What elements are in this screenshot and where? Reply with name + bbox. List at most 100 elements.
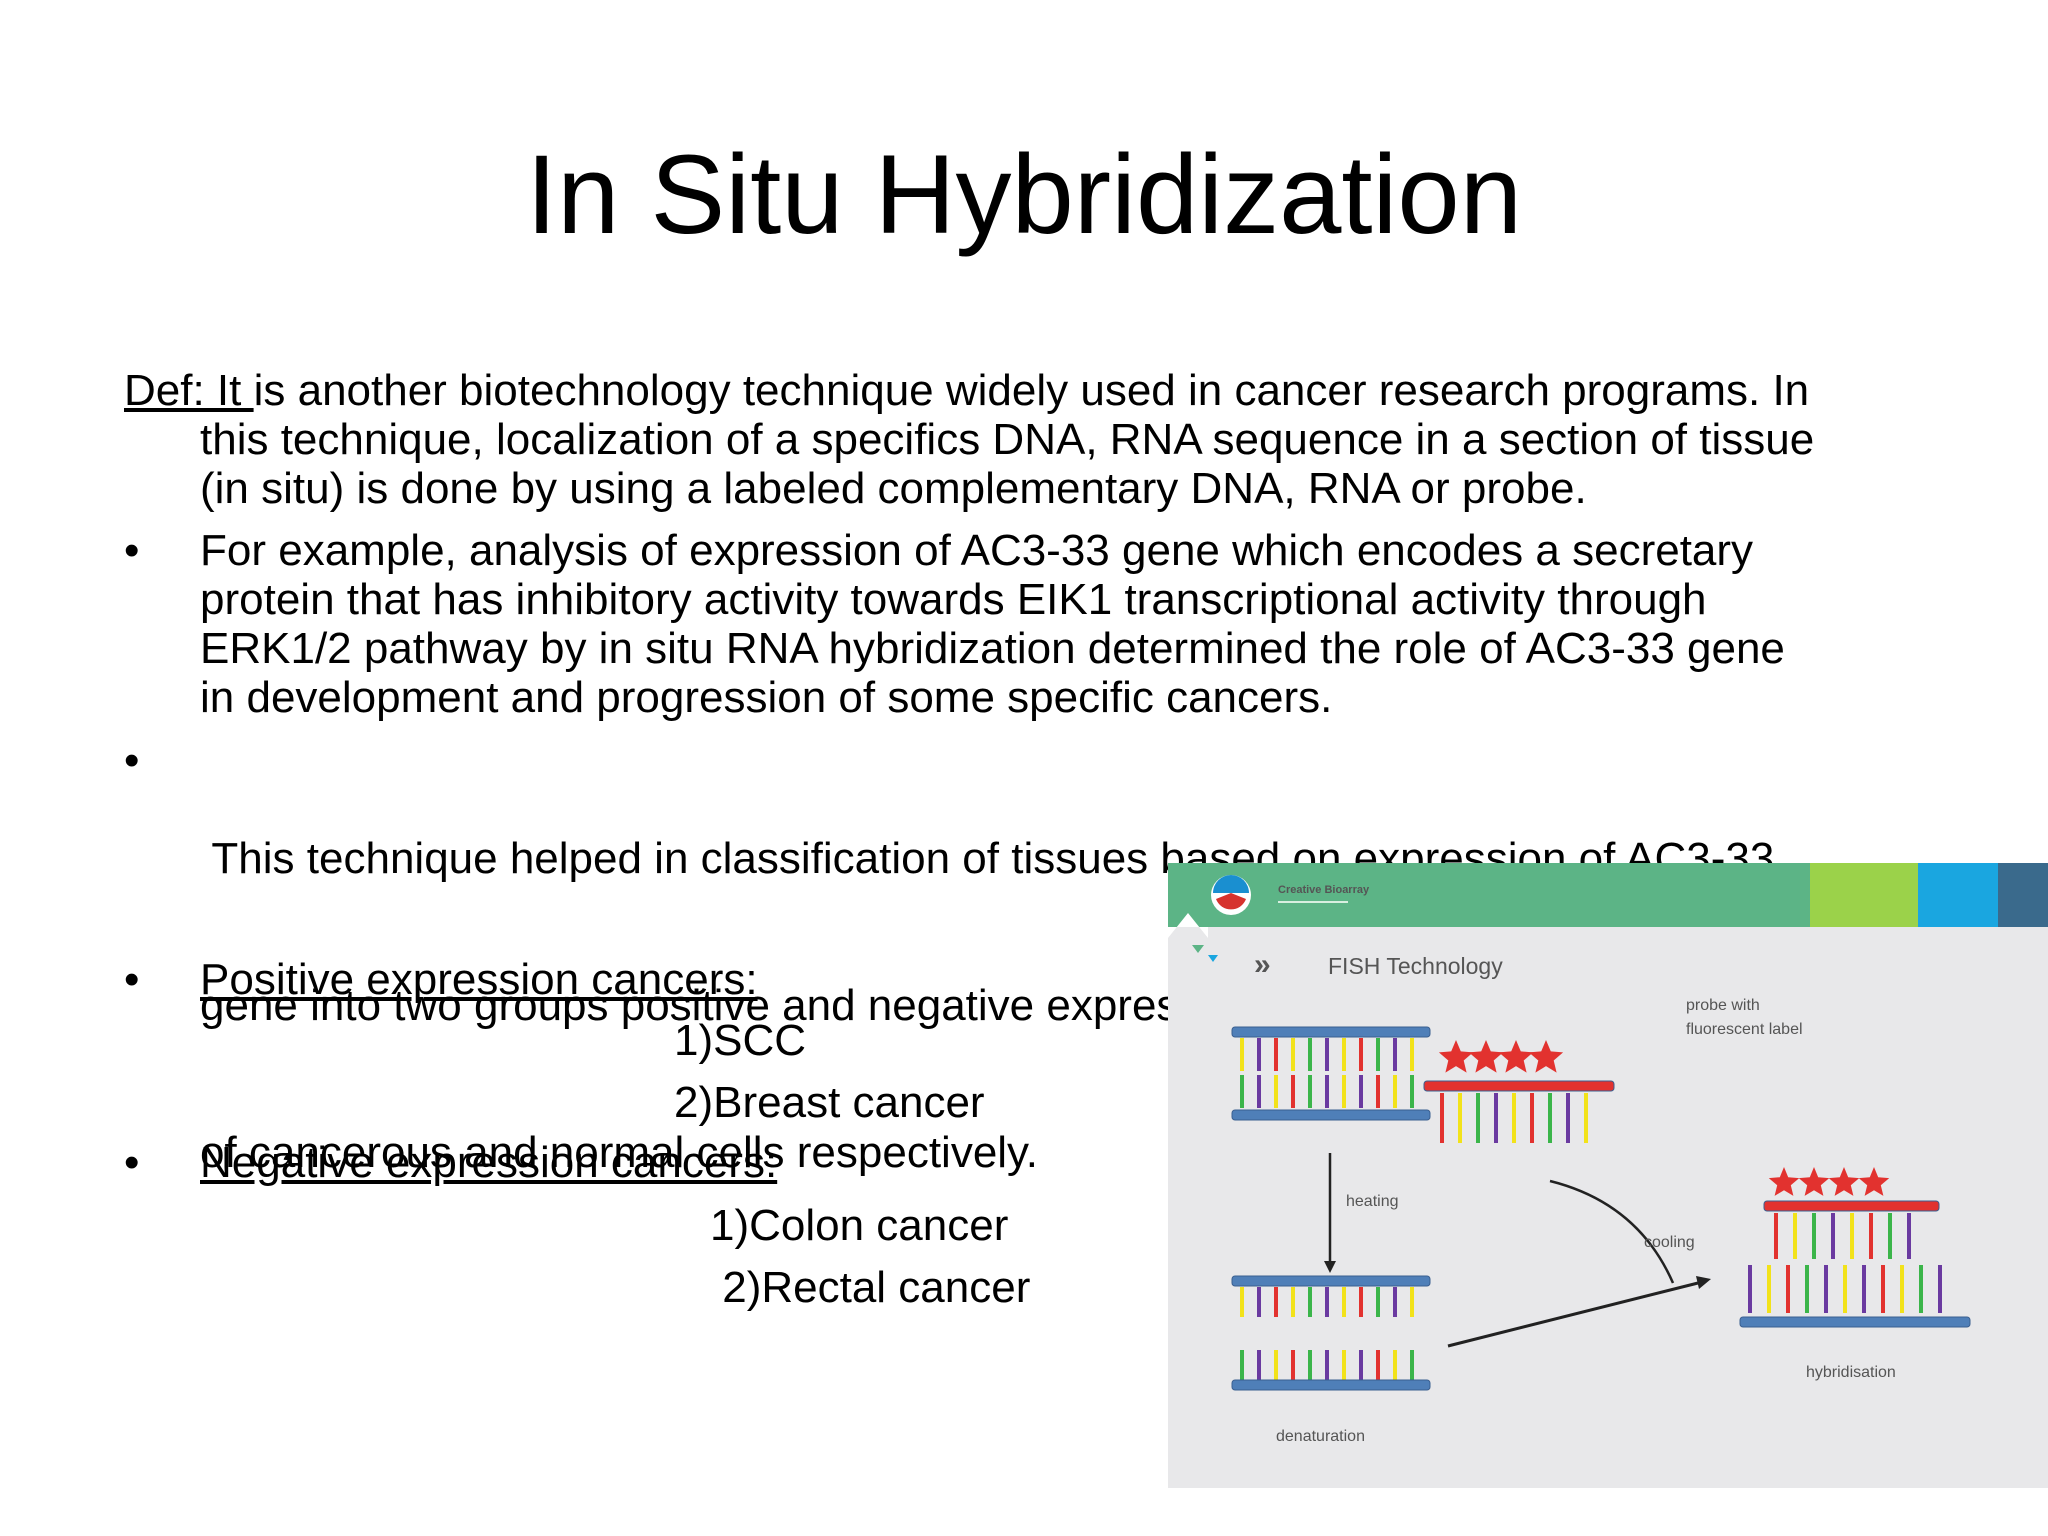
deco-triangle — [1192, 945, 1204, 953]
nucleotide-base — [1410, 1287, 1414, 1317]
nucleotide-base — [1291, 1350, 1295, 1380]
fluorescent-star — [1498, 1040, 1534, 1073]
nucleotide-base — [1359, 1075, 1363, 1108]
nucleotide-base — [1393, 1075, 1397, 1108]
bullet-symbol: • — [124, 736, 140, 785]
probe-base — [1584, 1093, 1588, 1143]
nucleotide-base — [1308, 1350, 1312, 1380]
definition-line-2: this technique, localization of a specif… — [200, 415, 1815, 464]
brand-logo — [1211, 875, 1251, 915]
bullet-body: This technique helped in classification … — [200, 736, 1790, 1275]
nucleotide-base — [1308, 1038, 1312, 1071]
nucleotide-base — [1748, 1265, 1752, 1313]
probe-backbone — [1423, 1080, 1615, 1092]
nucleotide-base — [1274, 1075, 1278, 1108]
negative-item-2: 2)Rectal cancer — [710, 1263, 1031, 1312]
nucleotide-base — [1824, 1265, 1828, 1313]
double-strand-dna — [1231, 1026, 1431, 1121]
probe-label-line-1: probe with — [1686, 997, 1760, 1014]
probe-base — [1888, 1213, 1892, 1259]
probe-base — [1907, 1213, 1911, 1259]
nucleotide-base — [1257, 1075, 1261, 1108]
nucleotide-base — [1240, 1287, 1244, 1317]
nucleotide-base — [1240, 1038, 1244, 1071]
bullet-line: ERK1/2 pathway by in situ RNA hybridizat… — [200, 624, 1785, 673]
nucleotide-base — [1325, 1038, 1329, 1071]
header-notch — [1168, 913, 1208, 938]
brand-tagline-line — [1278, 901, 1348, 903]
probe-base — [1530, 1093, 1534, 1143]
nucleotide-base — [1325, 1075, 1329, 1108]
bullet-classification: • This technique helped in classificatio… — [124, 736, 1944, 1177]
nucleotide-base — [1342, 1350, 1346, 1380]
nucleotide-base — [1393, 1350, 1397, 1380]
fluorescent-star — [1528, 1040, 1564, 1073]
definition-text-1: is another biotechnology technique widel… — [253, 366, 1810, 415]
nucleotide-base — [1257, 1287, 1261, 1317]
denatured-strand-top — [1231, 1275, 1431, 1287]
bullet-line: For example, analysis of expression of A… — [200, 526, 1754, 575]
probe-base — [1850, 1213, 1854, 1259]
nucleotide-base — [1393, 1287, 1397, 1317]
bullet-positive: • Positive expression cancers: — [124, 955, 1024, 1005]
positive-item-2: 2)Breast cancer — [674, 1078, 985, 1127]
nucleotide-base — [1359, 1038, 1363, 1071]
nucleotide-base — [1805, 1265, 1809, 1313]
nucleotide-base — [1342, 1287, 1346, 1317]
definition-label: Def: It — [124, 366, 254, 415]
nucleotide-base — [1342, 1075, 1346, 1108]
nucleotide-base — [1291, 1287, 1295, 1317]
positive-item-1: 1)SCC — [674, 1016, 807, 1065]
nucleotide-base — [1257, 1350, 1261, 1380]
nucleotide-base — [1393, 1038, 1397, 1071]
nucleotide-base — [1410, 1350, 1414, 1380]
probe-base — [1548, 1093, 1552, 1143]
nucleotide-base — [1291, 1038, 1295, 1071]
bullet-line: in development and progression of some s… — [200, 673, 1333, 722]
heating-label: heating — [1346, 1193, 1399, 1210]
nucleotide-base — [1291, 1075, 1295, 1108]
brand-name: Creative Bioarray — [1278, 884, 1370, 896]
bullet-symbol: • — [124, 1138, 140, 1187]
hybridisation-label: hybridisation — [1806, 1364, 1896, 1381]
bullet-body: For example, analysis of expression of A… — [200, 526, 1785, 722]
probe-base — [1458, 1093, 1462, 1143]
probe-base — [1476, 1093, 1480, 1143]
fluorescent-probe — [1423, 1040, 1615, 1143]
probe-base — [1831, 1213, 1835, 1259]
hybridised-dna — [1739, 1167, 1971, 1328]
chevron-right-icon: » — [1254, 948, 1271, 981]
heating-arrowhead — [1324, 1261, 1336, 1273]
nucleotide-base — [1410, 1075, 1414, 1108]
dna-strand-top — [1231, 1026, 1431, 1038]
bullet-line: of cancerous and normal cells respective… — [200, 1128, 1039, 1177]
definition-line-1: Def: It is another biotechnology techniq… — [124, 366, 1940, 415]
nucleotide-base — [1376, 1038, 1380, 1071]
bullet-line: protein that has inhibitory activity tow… — [200, 575, 1707, 624]
nucleotide-base — [1325, 1287, 1329, 1317]
bullet-example: • For example, analysis of expression of… — [124, 526, 1944, 726]
probe-base — [1812, 1213, 1816, 1259]
nucleotide-base — [1274, 1350, 1278, 1380]
nucleotide-base — [1881, 1265, 1885, 1313]
probe-base — [1440, 1093, 1444, 1143]
fluorescent-star — [1858, 1167, 1890, 1196]
denaturation-label: denaturation — [1276, 1428, 1365, 1445]
nucleotide-base — [1410, 1038, 1414, 1071]
nucleotide-base — [1308, 1075, 1312, 1108]
nucleotide-base — [1274, 1038, 1278, 1071]
hybrid-target-strand — [1739, 1316, 1971, 1328]
slide-title: In Situ Hybridization — [525, 132, 1523, 257]
nucleotide-base — [1376, 1075, 1380, 1108]
nucleotide-base — [1376, 1287, 1380, 1317]
hybrid-probe-backbone — [1763, 1200, 1940, 1212]
probe-base — [1774, 1213, 1778, 1259]
fluorescent-star — [1438, 1040, 1474, 1073]
probe-base — [1869, 1213, 1873, 1259]
header-navy-block — [1998, 863, 2048, 927]
nucleotide-base — [1919, 1265, 1923, 1313]
nucleotide-base — [1257, 1038, 1261, 1071]
nucleotide-base — [1359, 1287, 1363, 1317]
nucleotide-base — [1240, 1350, 1244, 1380]
probe-label-line-2: fluorescent label — [1686, 1021, 1803, 1038]
